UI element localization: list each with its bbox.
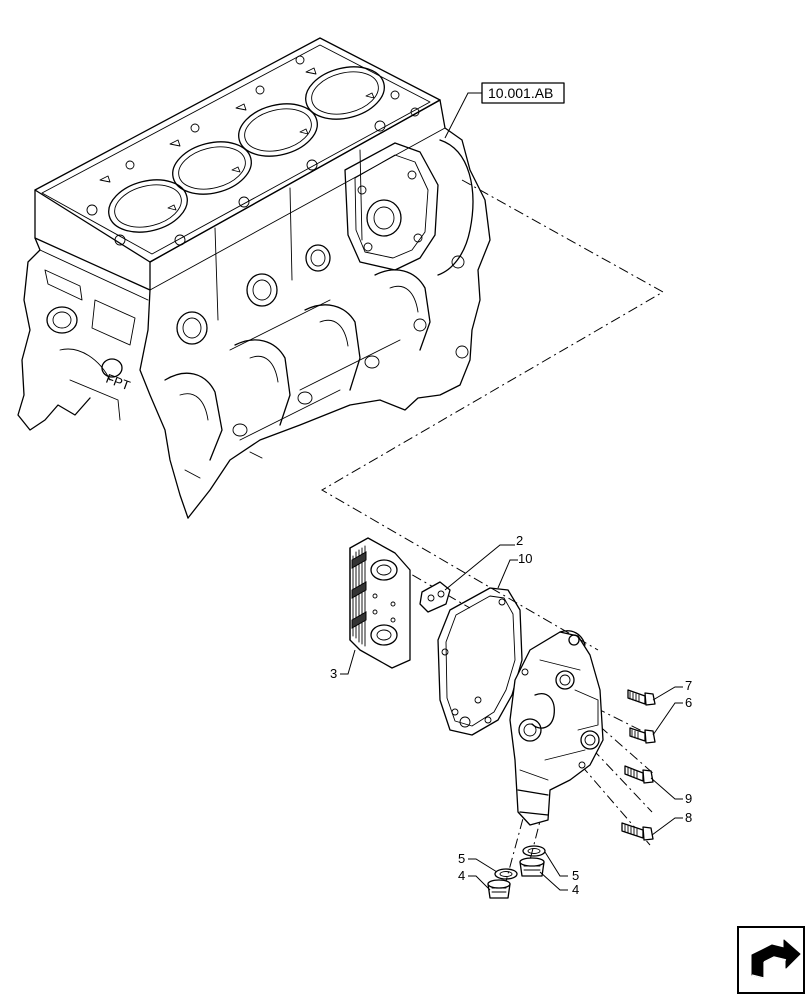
- plug-right: [519, 857, 545, 877]
- oil-filter-housing: [509, 630, 604, 826]
- bolt-9: [624, 765, 654, 784]
- small-gasket: [419, 581, 451, 613]
- cover-gasket: [437, 587, 523, 736]
- svg-text:FPT: FPT: [104, 371, 132, 394]
- callout-4-right: 4: [572, 882, 579, 897]
- reference-label: 10.001.AB: [488, 85, 553, 101]
- callout-4-left: 4: [458, 868, 465, 883]
- callout-5-right: 5: [572, 868, 579, 883]
- seal-ring-left: [494, 868, 518, 880]
- bolt-8: [621, 822, 654, 841]
- oil-cooler: [349, 537, 411, 669]
- projection-lines: [321, 179, 665, 886]
- seal-ring-right: [522, 845, 546, 857]
- callout-leaders: [340, 544, 683, 891]
- callout-3: 3: [330, 666, 337, 681]
- bolt-6: [629, 727, 656, 744]
- callout-10: 10: [518, 551, 532, 566]
- engine-block: FPT: [17, 37, 491, 519]
- forward-page-arrow-icon[interactable]: [737, 926, 805, 994]
- callout-labels: 2 10 3 7 6 9 8 5 4 5 4: [330, 533, 692, 897]
- bolt-7: [627, 689, 656, 706]
- callout-5-left: 5: [458, 851, 465, 866]
- callout-9: 9: [685, 791, 692, 806]
- plug-left: [487, 879, 511, 899]
- reference-callout: 10.001.AB: [444, 82, 565, 139]
- callout-2: 2: [516, 533, 523, 548]
- callout-7: 7: [685, 678, 692, 693]
- callout-8: 8: [685, 810, 692, 825]
- callout-6: 6: [685, 695, 692, 710]
